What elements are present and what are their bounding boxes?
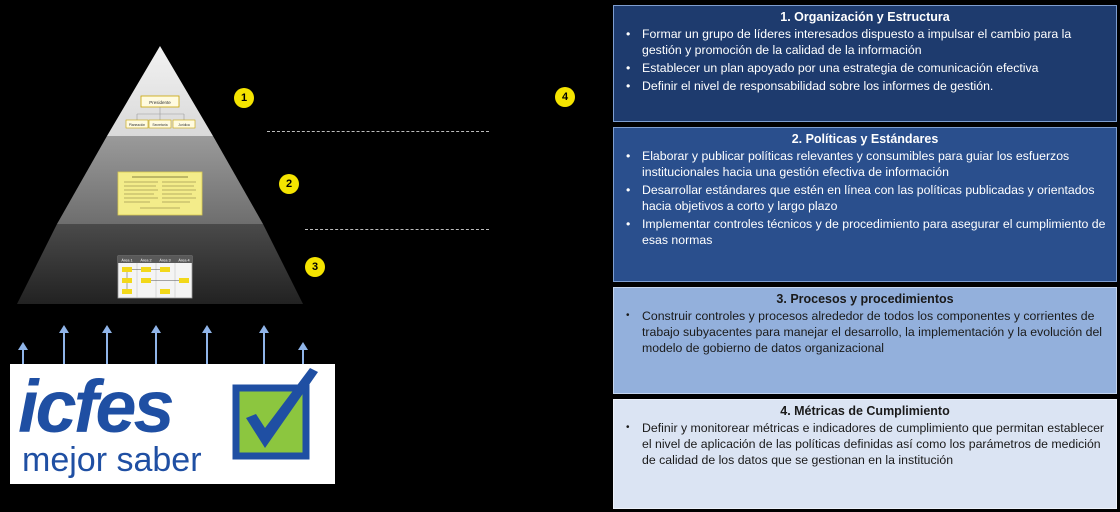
up-arrow-icon xyxy=(298,342,308,364)
list-item: Definir y monitorear métricas e indicado… xyxy=(626,420,1108,468)
logo-tagline: mejor saber xyxy=(22,441,202,479)
org-chart-child-1: Planeación xyxy=(129,123,145,127)
list-item: Definir el nivel de responsabilidad sobr… xyxy=(626,78,1108,94)
up-arrow-icon xyxy=(59,325,69,364)
up-arrow-icon xyxy=(102,325,112,364)
panel-metricas: 4. Métricas de Cumplimiento Definir y mo… xyxy=(613,399,1117,509)
org-chart-child-3: Jurídica xyxy=(178,123,190,127)
up-arrow-icon xyxy=(259,325,269,364)
panel-title: 4. Métricas de Cumplimiento xyxy=(780,404,950,418)
panel-organizacion: 1. Organización y Estructura Formar un g… xyxy=(613,5,1117,122)
tier-divider-2 xyxy=(305,229,489,230)
marker-3: 3 xyxy=(305,257,325,277)
org-chart: Presidente Planeación Secretaría Jurídic… xyxy=(125,95,196,129)
governance-pyramid: Presidente Planeación Secretaría Jurídic… xyxy=(17,46,303,304)
marker-2: 2 xyxy=(279,174,299,194)
up-arrow-icon xyxy=(151,325,161,364)
process-column-1: Área 1 xyxy=(121,259,132,263)
pyramid-tier-1 xyxy=(107,46,213,136)
marker-1: 1 xyxy=(234,88,254,108)
logo-brand: icfes xyxy=(18,365,173,448)
process-flow-thumbnail: Área 1 Área 2 Área 3 Área 4 xyxy=(117,255,193,299)
panel-procesos: 3. Procesos y procedimientos Construir c… xyxy=(613,287,1117,394)
panel-title: 2. Políticas y Estándares xyxy=(791,132,939,146)
list-item: Desarrollar estándares que estén en líne… xyxy=(626,182,1108,214)
panel-title: 3. Procesos y procedimientos xyxy=(776,292,954,306)
policy-document-thumbnail xyxy=(117,171,203,216)
marker-4: 4 xyxy=(555,87,575,107)
up-arrow-icon xyxy=(202,325,212,364)
panel-politicas: 2. Políticas y Estándares Elaborar y pub… xyxy=(613,127,1117,282)
process-column-3: Área 3 xyxy=(159,259,170,263)
list-item: Elaborar y publicar políticas relevantes… xyxy=(626,148,1108,180)
process-column-4: Área 4 xyxy=(178,259,189,263)
org-chart-top: Presidente xyxy=(149,100,171,105)
list-item: Construir controles y procesos alrededor… xyxy=(626,308,1108,356)
icfes-logo-graphic: icfes mejor saber xyxy=(18,365,318,479)
org-chart-child-2: Secretaría xyxy=(152,123,167,127)
list-item: Implementar controles técnicos y de proc… xyxy=(626,216,1108,248)
up-arrow-icon xyxy=(18,342,28,364)
icfes-logo: icfes mejor saber xyxy=(10,364,335,484)
list-item: Formar un grupo de líderes interesados d… xyxy=(626,26,1108,58)
tier-divider-1 xyxy=(267,131,489,132)
panel-title: 1. Organización y Estructura xyxy=(780,10,950,24)
list-item: Establecer un plan apoyado por una estra… xyxy=(626,60,1108,76)
process-column-2: Área 2 xyxy=(140,259,151,263)
